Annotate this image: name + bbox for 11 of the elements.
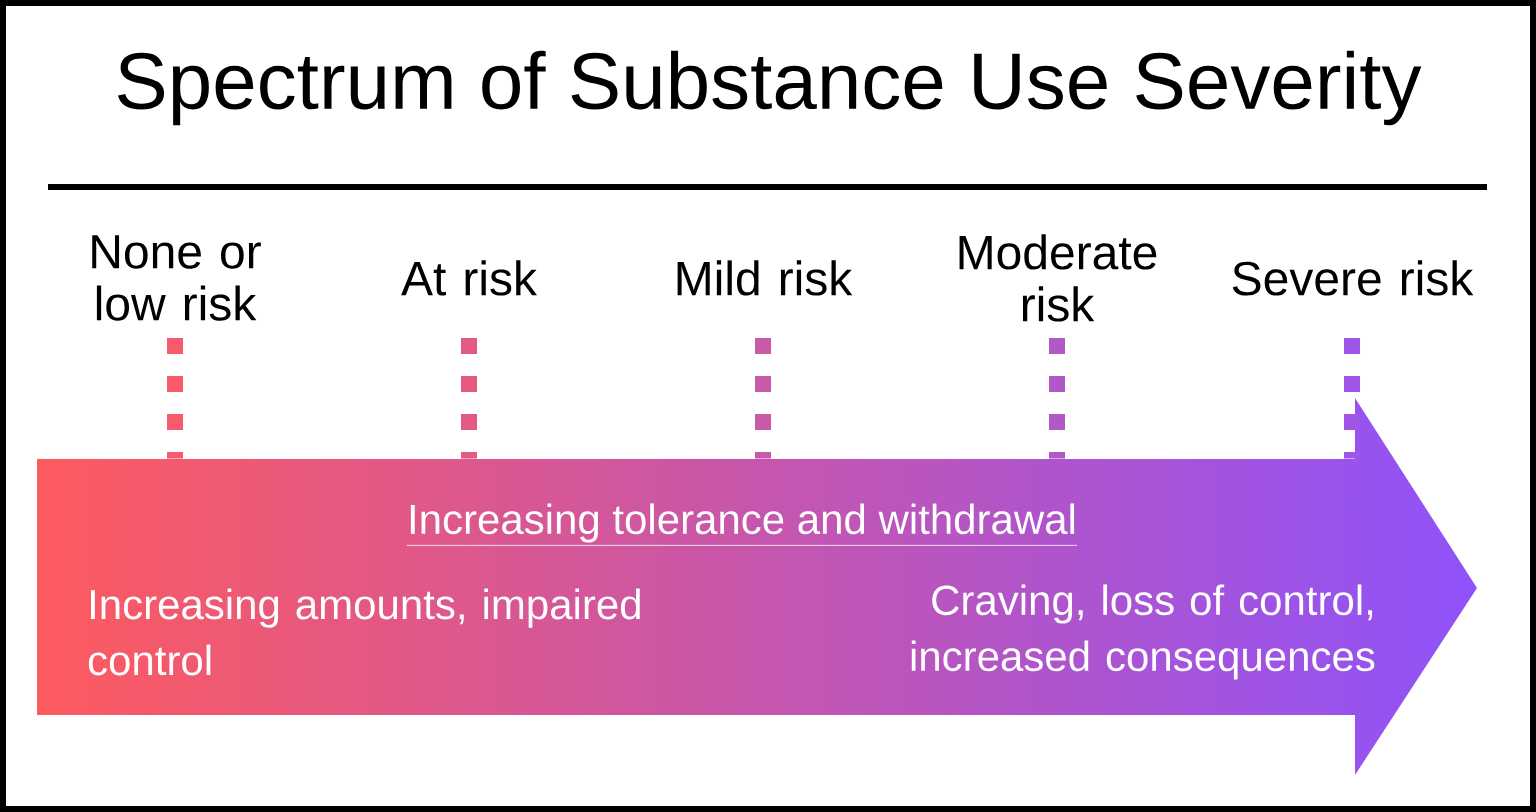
stage-label: None or low risk xyxy=(92,235,261,321)
dotted-line xyxy=(167,338,183,459)
dotted-line xyxy=(461,338,477,459)
dotted-line xyxy=(1049,338,1065,459)
dotted-line xyxy=(1344,338,1360,459)
stage-label: Severe risk xyxy=(1232,260,1474,296)
stage-label: Mild risk xyxy=(677,260,853,296)
title: Spectrum of Substance Use Severity xyxy=(118,50,1422,126)
stage-label: At risk xyxy=(401,260,538,296)
stage-label: Moderate risk xyxy=(959,234,1157,322)
dotted-line xyxy=(755,338,771,459)
